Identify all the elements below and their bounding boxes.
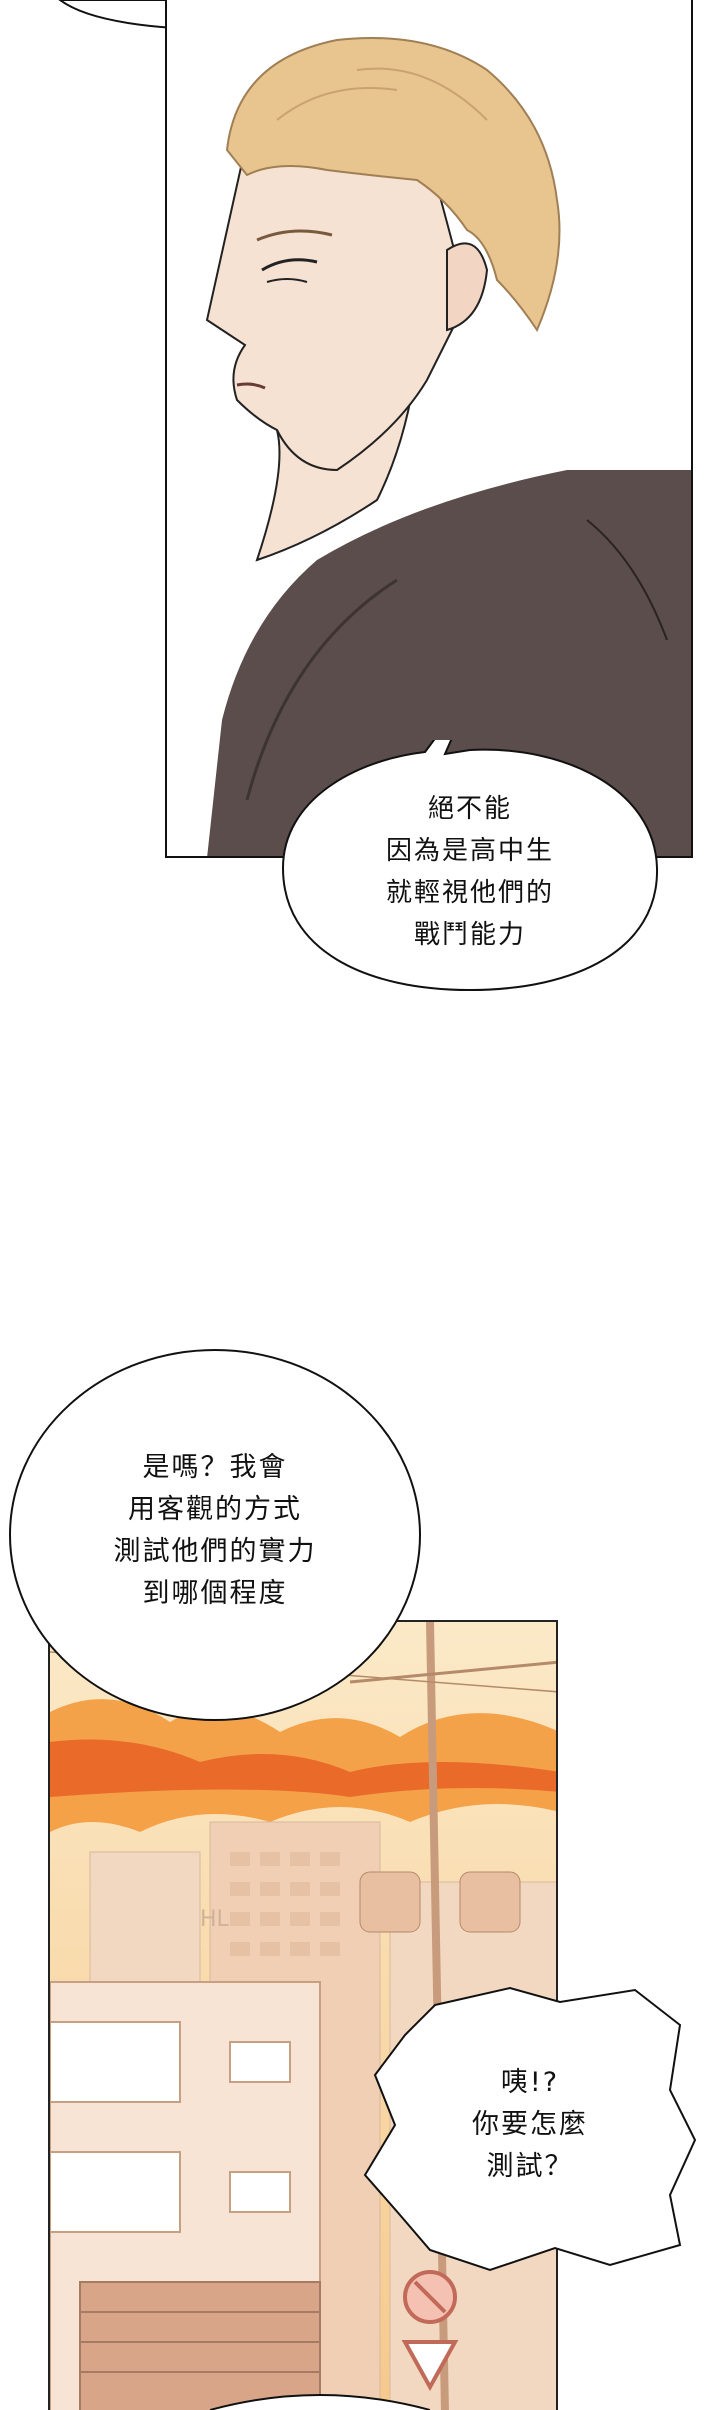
speech-bubble-1: 絕不能 因為是高中生 就輕視他們的 戰鬥能力	[275, 740, 665, 1000]
mouth	[236, 382, 266, 390]
bottom-speech-bubble-partial	[210, 2394, 430, 2410]
bubble1-line-3: 就輕視他們的	[385, 878, 554, 908]
character-illustration	[205, 37, 691, 856]
bubble3-line-2: 你要怎麼	[472, 2109, 588, 2140]
bubble2-line-4: 到哪個程度	[142, 1578, 288, 1609]
speech-bubble-2: 是嗎？我會 用客觀的方式 測試他們的實力 到哪個程度	[5, 1345, 425, 1725]
hoodie	[207, 470, 691, 856]
city-fire-panel: HL	[48, 1620, 558, 2410]
eye	[261, 258, 318, 272]
bubble2-line-3: 測試他們的實力	[113, 1536, 317, 1567]
city-illustration	[50, 1622, 556, 2410]
eyebrow	[256, 229, 333, 242]
character-panel	[165, 0, 693, 858]
building-sign-text: HL	[200, 1907, 229, 1932]
bubble1-line-4: 戰鬥能力	[413, 920, 526, 950]
bubble2-line-1: 是嗎？我會	[142, 1452, 288, 1483]
bubble2-line-2: 用客觀的方式	[128, 1494, 302, 1525]
ear	[446, 242, 489, 332]
bubble1-line-2: 因為是高中生	[385, 836, 554, 866]
speech-bubble-3: 咦!? 你要怎麼 測試？	[360, 1980, 700, 2280]
yield-sign	[401, 2340, 459, 2392]
face	[205, 138, 469, 472]
bubble3-line-3: 測試？	[486, 2151, 574, 2182]
bubble1-line-1: 絕不能	[427, 794, 512, 824]
bubble3-line-1: 咦!?	[500, 2067, 560, 2098]
